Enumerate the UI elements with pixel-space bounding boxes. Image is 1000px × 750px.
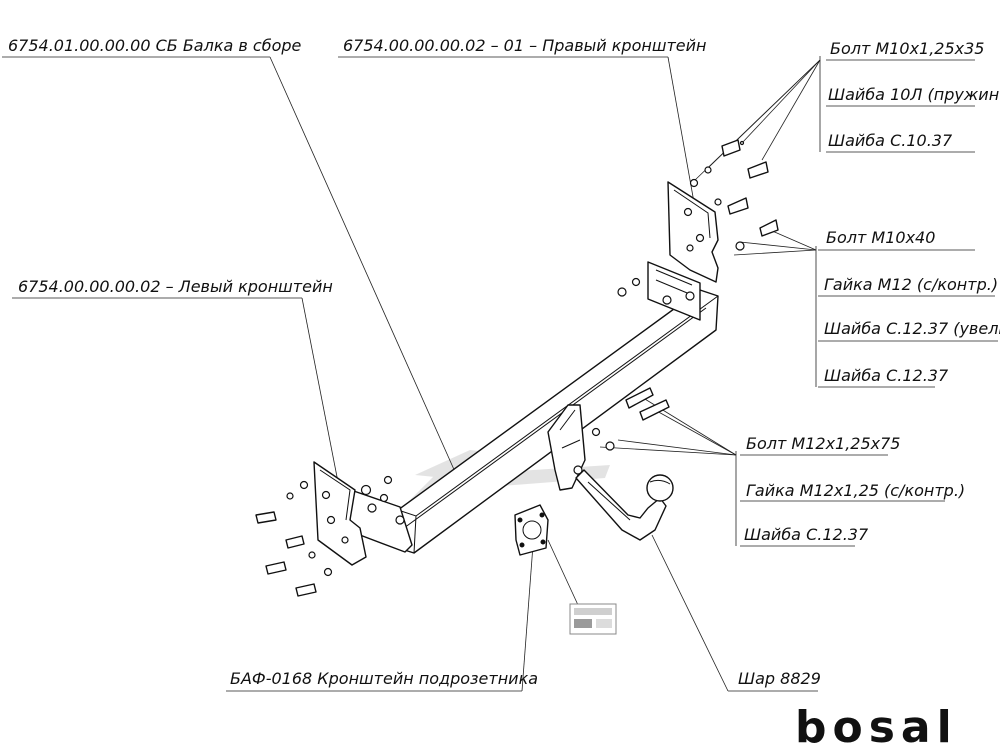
group-mid-item-4: Шайба С.12.37 <box>824 366 949 385</box>
group-top-item-1: Болт M10x1,25x35 <box>830 39 984 58</box>
bosal-logo: bosal <box>795 702 958 750</box>
label-left-bracket-text: 6754.00.00.00.02 – Левый кронштейн <box>18 277 333 296</box>
group-low-item-2: Гайка M12x1,25 (с/контр.) <box>746 481 965 500</box>
group-mid-item-1: Болт M10x40 <box>826 228 935 247</box>
bosal-logo-text: bosal <box>795 702 958 750</box>
socket-bracket <box>514 504 579 606</box>
label-ball: Шар 8829 <box>651 534 821 692</box>
label-group-mid: Болт M10x40 Гайка M12 (с/контр.) Шайба С… <box>733 228 1000 388</box>
label-left-bracket: 6754.00.00.00.02 – Левый кронштейн <box>12 277 339 483</box>
label-group-top: Болт M10x1,25x35 Шайба 10Л (пружин.) Шай… <box>693 39 1000 182</box>
tow-ball <box>575 469 674 541</box>
group-mid-item-3: Шайба С.12.37 (увелич.) <box>824 319 1000 338</box>
label-socket-bracket: БАФ-0168 Кронштейн подрозетника <box>226 544 538 692</box>
label-beam-assembly: 6754.01.00.00.00 СБ Балка в сборе <box>2 36 461 484</box>
right-bracket <box>667 181 719 283</box>
label-group-low: Болт M12x1,25x75 Гайка M12x1,25 (с/контр… <box>599 395 965 547</box>
label-ball-text: Шар 8829 <box>738 669 821 688</box>
fasteners <box>255 139 779 597</box>
group-mid-item-2: Гайка M12 (с/контр.) <box>824 275 998 294</box>
label-right-bracket: 6754.00.00.00.02 – 01 – Правый кронштейн <box>338 36 706 209</box>
group-low-item-1: Болт M12x1,25x75 <box>746 434 900 453</box>
beam-assembly <box>344 261 719 554</box>
left-bracket <box>313 461 367 566</box>
tag-plate <box>569 603 617 635</box>
group-low-item-3: Шайба С.12.37 <box>744 525 869 544</box>
group-top-item-3: Шайба С.10.37 <box>828 131 953 150</box>
label-right-bracket-text: 6754.00.00.00.02 – 01 – Правый кронштейн <box>343 36 706 55</box>
group-top-item-2: Шайба 10Л (пружин.) <box>828 85 1000 104</box>
label-socket-bracket-text: БАФ-0168 Кронштейн подрозетника <box>230 669 538 688</box>
label-beam-assembly-text: 6754.01.00.00.00 СБ Балка в сборе <box>8 36 302 55</box>
